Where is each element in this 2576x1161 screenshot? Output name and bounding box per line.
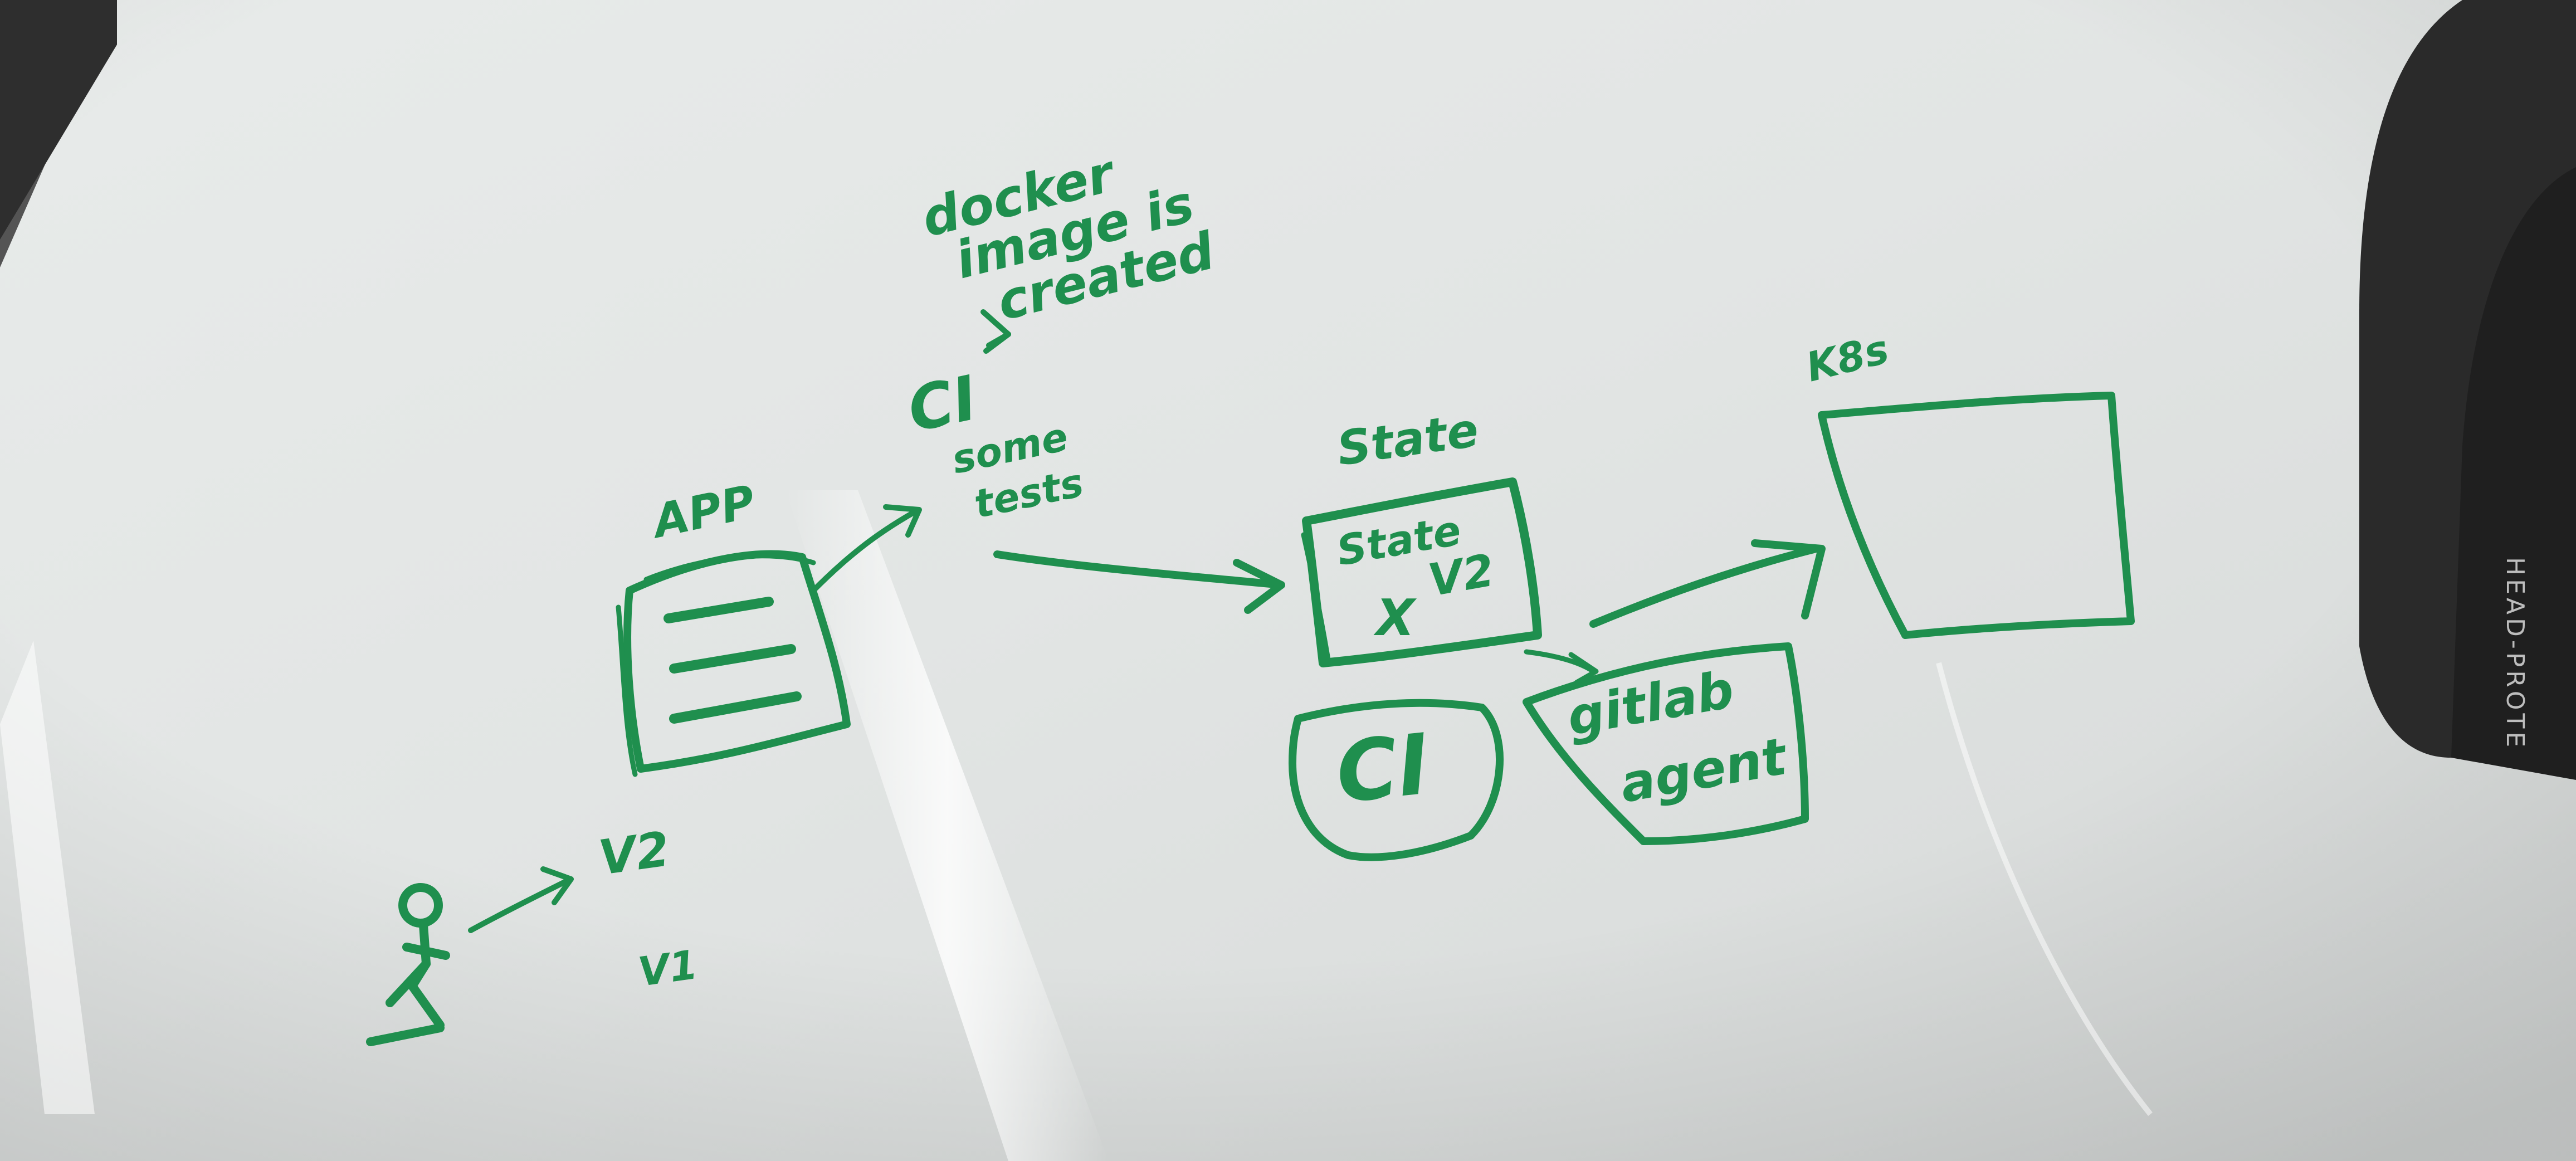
ci-label: CI (902, 362, 983, 446)
arrow-user-to-versions (468, 866, 574, 933)
arrow-state-to-gitlab (1524, 649, 1599, 685)
arrow-app-to-ci (811, 504, 922, 593)
user-stick-figure (366, 883, 450, 1046)
arrow-ci-to-docker (980, 309, 1011, 354)
state-version: V2 (1424, 544, 1498, 607)
corner-device (0, 0, 117, 240)
arrow-gitlab-to-k8s (1589, 539, 1826, 628)
state-x-mark: X (1373, 589, 1417, 647)
k8s-cluster-box (1818, 392, 2135, 639)
device-label: HEAD-PROTE (2501, 557, 2529, 750)
app-document-icon (616, 550, 851, 777)
state-box (1301, 477, 1542, 667)
ci-circle-label: CI (1332, 716, 1434, 822)
gitlab-agent-box (1523, 642, 1809, 845)
arrow-ci-to-state (993, 550, 1285, 614)
ci-rounded-box (1289, 699, 1504, 861)
headphone-device: HEAD-PROTE (2359, 0, 2576, 780)
user-version-v2: V2 (596, 821, 673, 886)
user-version-v1: V1 (636, 941, 700, 996)
